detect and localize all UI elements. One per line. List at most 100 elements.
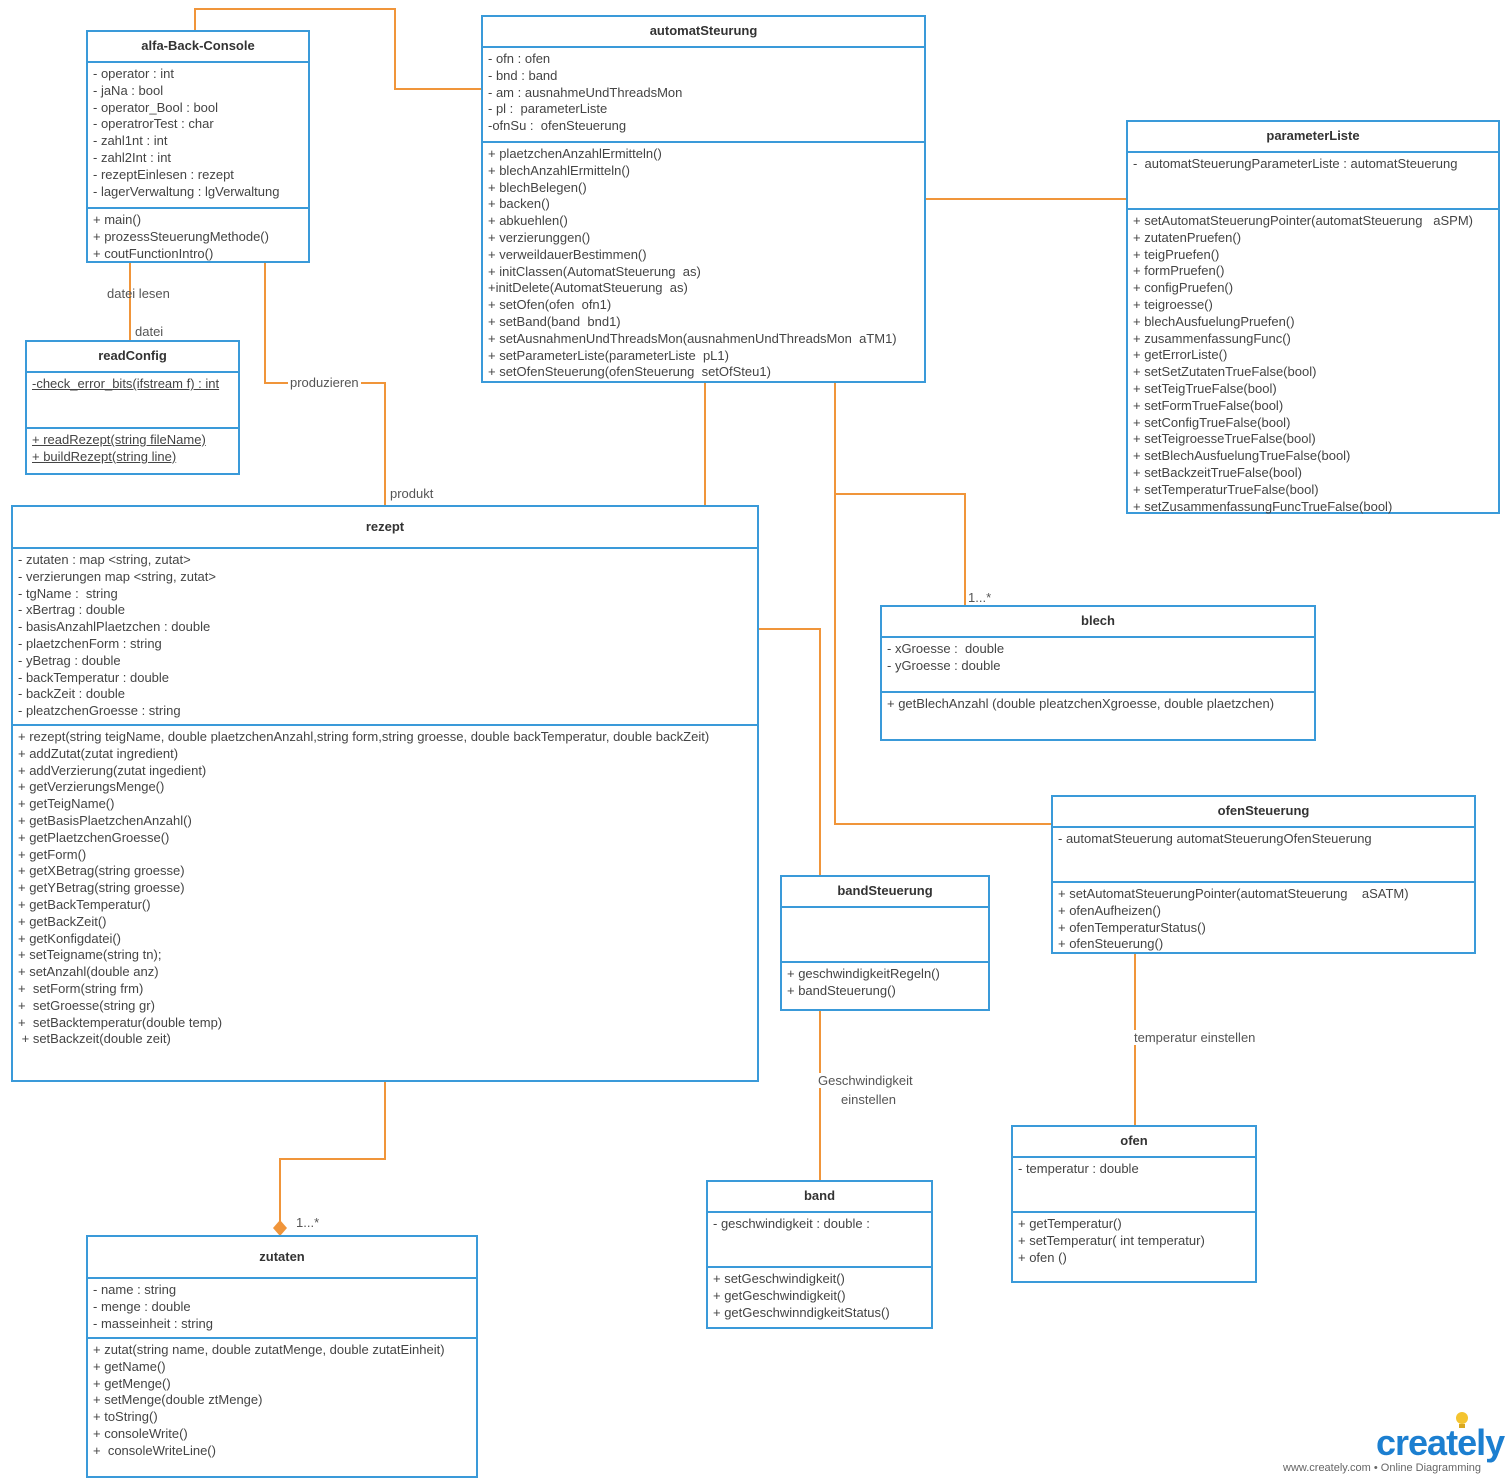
method-item: + consoleWrite() [93,1425,188,1441]
class-name: band [708,1182,931,1213]
method-item: + buildRezept(string line) [32,448,177,464]
method-item: + blechAusfuelungPruefen() [1133,313,1295,329]
multiplicity-blech: 1...* [968,590,992,605]
class-read-config[interactable]: readConfig -check_error_bits(ifstream f)… [25,340,240,475]
methods: + readRezept(string fileName)+ buildReze… [27,427,238,469]
method-item: + setAutomatSteuerungPointer(automatSteu… [1133,213,1473,228]
attribute-item: - yBetrag : double [18,652,121,668]
methods: + zutat(string name, double zutatMenge, … [88,1337,476,1463]
attribute-item: - masseinheit : string [93,1315,213,1331]
label-temperatur-einstellen: temperatur einstellen [1134,1030,1256,1045]
method-item: + main() [93,212,142,227]
class-blech[interactable]: blech - xGroesse : double- yGroesse : do… [880,605,1316,741]
class-zutaten[interactable]: zutaten - name : string- menge : double-… [86,1235,478,1478]
label-einstellen: einstellen [841,1092,896,1107]
method-item: + setConfigTrueFalse(bool) [1133,414,1291,430]
attribute-item: - tgName : string [18,585,118,601]
attributes: - automatSteuerungParameterListe : autom… [1128,153,1498,208]
attribute-item: - backTemperatur : double [18,669,170,685]
attribute-item: - yGroesse : double [887,657,1001,673]
method-item: + plaetzchenAnzahlErmitteln() [488,146,662,161]
class-name: parameterListe [1128,122,1498,153]
method-item: + setTeigname(string tn); [18,947,162,963]
attribute-item: - operator : int [93,66,174,81]
attribute-item: - operatrorTest : char [93,116,214,132]
attributes: - xGroesse : double- yGroesse : double [882,638,1314,691]
class-band[interactable]: band - geschwindigkeit : double : + setG… [706,1180,933,1329]
method-item: + geschwindigkeitRegeln() [787,966,940,981]
attribute-item: - rezeptEinlesen : rezept [93,166,234,182]
method-item: + setBand(band bnd1) [488,313,621,329]
method-item: + setAusnahmenUndThreadsMon(ausnahmenUnd… [488,330,897,346]
method-item: + setForm(string frm) [18,980,144,996]
class-name: rezept [13,507,757,549]
attribute-item: - bnd : band [488,67,558,83]
attributes: - operator : int- jaNa : bool- operator_… [88,63,308,207]
methods: + plaetzchenAnzahlErmitteln()+ blechAnza… [483,141,924,384]
method-item: + setTeigroesseTrueFalse(bool) [1133,431,1316,447]
method-item: + getKonfigdatei() [18,930,121,946]
attributes: - zutaten : map <string, zutat>- verzier… [13,549,757,724]
class-name: automatSteurung [483,17,924,48]
method-item: + teigroesse() [1133,296,1213,312]
class-name: zutaten [88,1237,476,1279]
method-item: + configPruefen() [1133,280,1234,296]
methods: + setAutomatSteuerungPointer(automatSteu… [1053,881,1474,956]
method-item: + setOfen(ofen ofn1) [488,297,612,313]
attribute-item: - plaetzchenForm : string [18,635,162,651]
method-item: + rezept(string teigName, double plaetzc… [18,729,710,744]
label-produkt: produkt [390,486,434,501]
connector-alfa-automat [194,8,482,90]
attribute-item: - name : string [93,1282,177,1297]
method-item: + addVerzierung(zutat ingedient) [18,762,207,778]
methods: + geschwindigkeitRegeln()+ bandSteuerung… [782,961,988,1003]
class-name: readConfig [27,342,238,373]
attribute-item: -ofnSu : ofenSteuerung [488,118,627,134]
method-item: + getErrorListe() [1133,347,1228,363]
lightbulb-icon [1456,1412,1468,1428]
method-item: + zutat(string name, double zutatMenge, … [93,1342,445,1357]
method-item: + addZutat(zutat ingredient) [18,745,179,761]
method-item: + getForm() [18,846,87,862]
attribute-item: - am : ausnahmeUndThreadsMon [488,84,683,100]
label-produzieren: produzieren [288,375,361,390]
class-parameter-liste[interactable]: parameterListe - automatSteuerungParamet… [1126,120,1500,514]
method-item: + getPlaetzchenGroesse() [18,829,170,845]
class-ofen[interactable]: ofen - temperatur : double + getTemperat… [1011,1125,1257,1283]
composition-diamond [273,1220,287,1236]
label-datei-lesen: datei lesen [107,286,170,301]
method-item: + teigPruefen() [1133,246,1220,262]
class-band-steuerung[interactable]: bandSteuerung + geschwindigkeitRegeln()+… [780,875,990,1011]
method-item: + ofenAufheizen() [1058,902,1161,918]
attribute-item: - backZeit : double [18,686,125,702]
class-ofen-steuerung[interactable]: ofenSteuerung - automatSteuerung automat… [1051,795,1476,954]
method-item: + ofenSteuerung() [1058,936,1164,952]
class-name: blech [882,607,1314,638]
method-item: +initDelete(AutomatSteuerung as) [488,280,688,296]
method-item: + setSetZutatenTrueFalse(bool) [1133,364,1317,380]
method-item: + setBacktemperatur(double temp) [18,1014,223,1030]
method-item: + setMenge(double ztMenge) [93,1392,263,1408]
attribute-item: - jaNa : bool [93,82,164,98]
attributes: - temperatur : double [1013,1158,1255,1211]
attribute-item: - lagerVerwaltung : lgVerwaltung [93,183,280,199]
method-item: + verzierunggen() [488,229,591,245]
method-item: + getGeschwindigkeit() [713,1287,846,1303]
method-item: + setZusammenfassungFuncTrueFalse(bool) [1133,498,1393,514]
class-alfa-back-console[interactable]: alfa-Back-Console - operator : int- jaNa… [86,30,310,263]
connector-rezept-zutaten [279,1082,386,1222]
attribute-item: - menge : double [93,1298,191,1314]
method-item: + ofen () [1018,1249,1067,1265]
attribute-item: - automatSteuerungParameterListe : autom… [1133,156,1458,171]
method-item: + getXBetrag(string groesse) [18,863,185,879]
class-rezept[interactable]: rezept - zutaten : map <string, zutat>- … [11,505,759,1082]
method-item: + toString() [93,1409,158,1425]
method-item: + initClassen(AutomatSteuerung as) [488,263,701,279]
attribute-item: - temperatur : double [1018,1161,1139,1176]
method-item: + setBackzeit(double zeit) [18,1031,171,1047]
attribute-item: - zahl2Int : int [93,149,172,165]
attribute-item: - pl : parameterListe [488,101,608,117]
method-item: + setOfenSteuerung(ofenSteuerung setOfSt… [488,364,771,380]
method-item: + blechAnzahlErmitteln() [488,162,630,178]
class-automat-steurung[interactable]: automatSteurung - ofn : ofen- bnd : band… [481,15,926,383]
